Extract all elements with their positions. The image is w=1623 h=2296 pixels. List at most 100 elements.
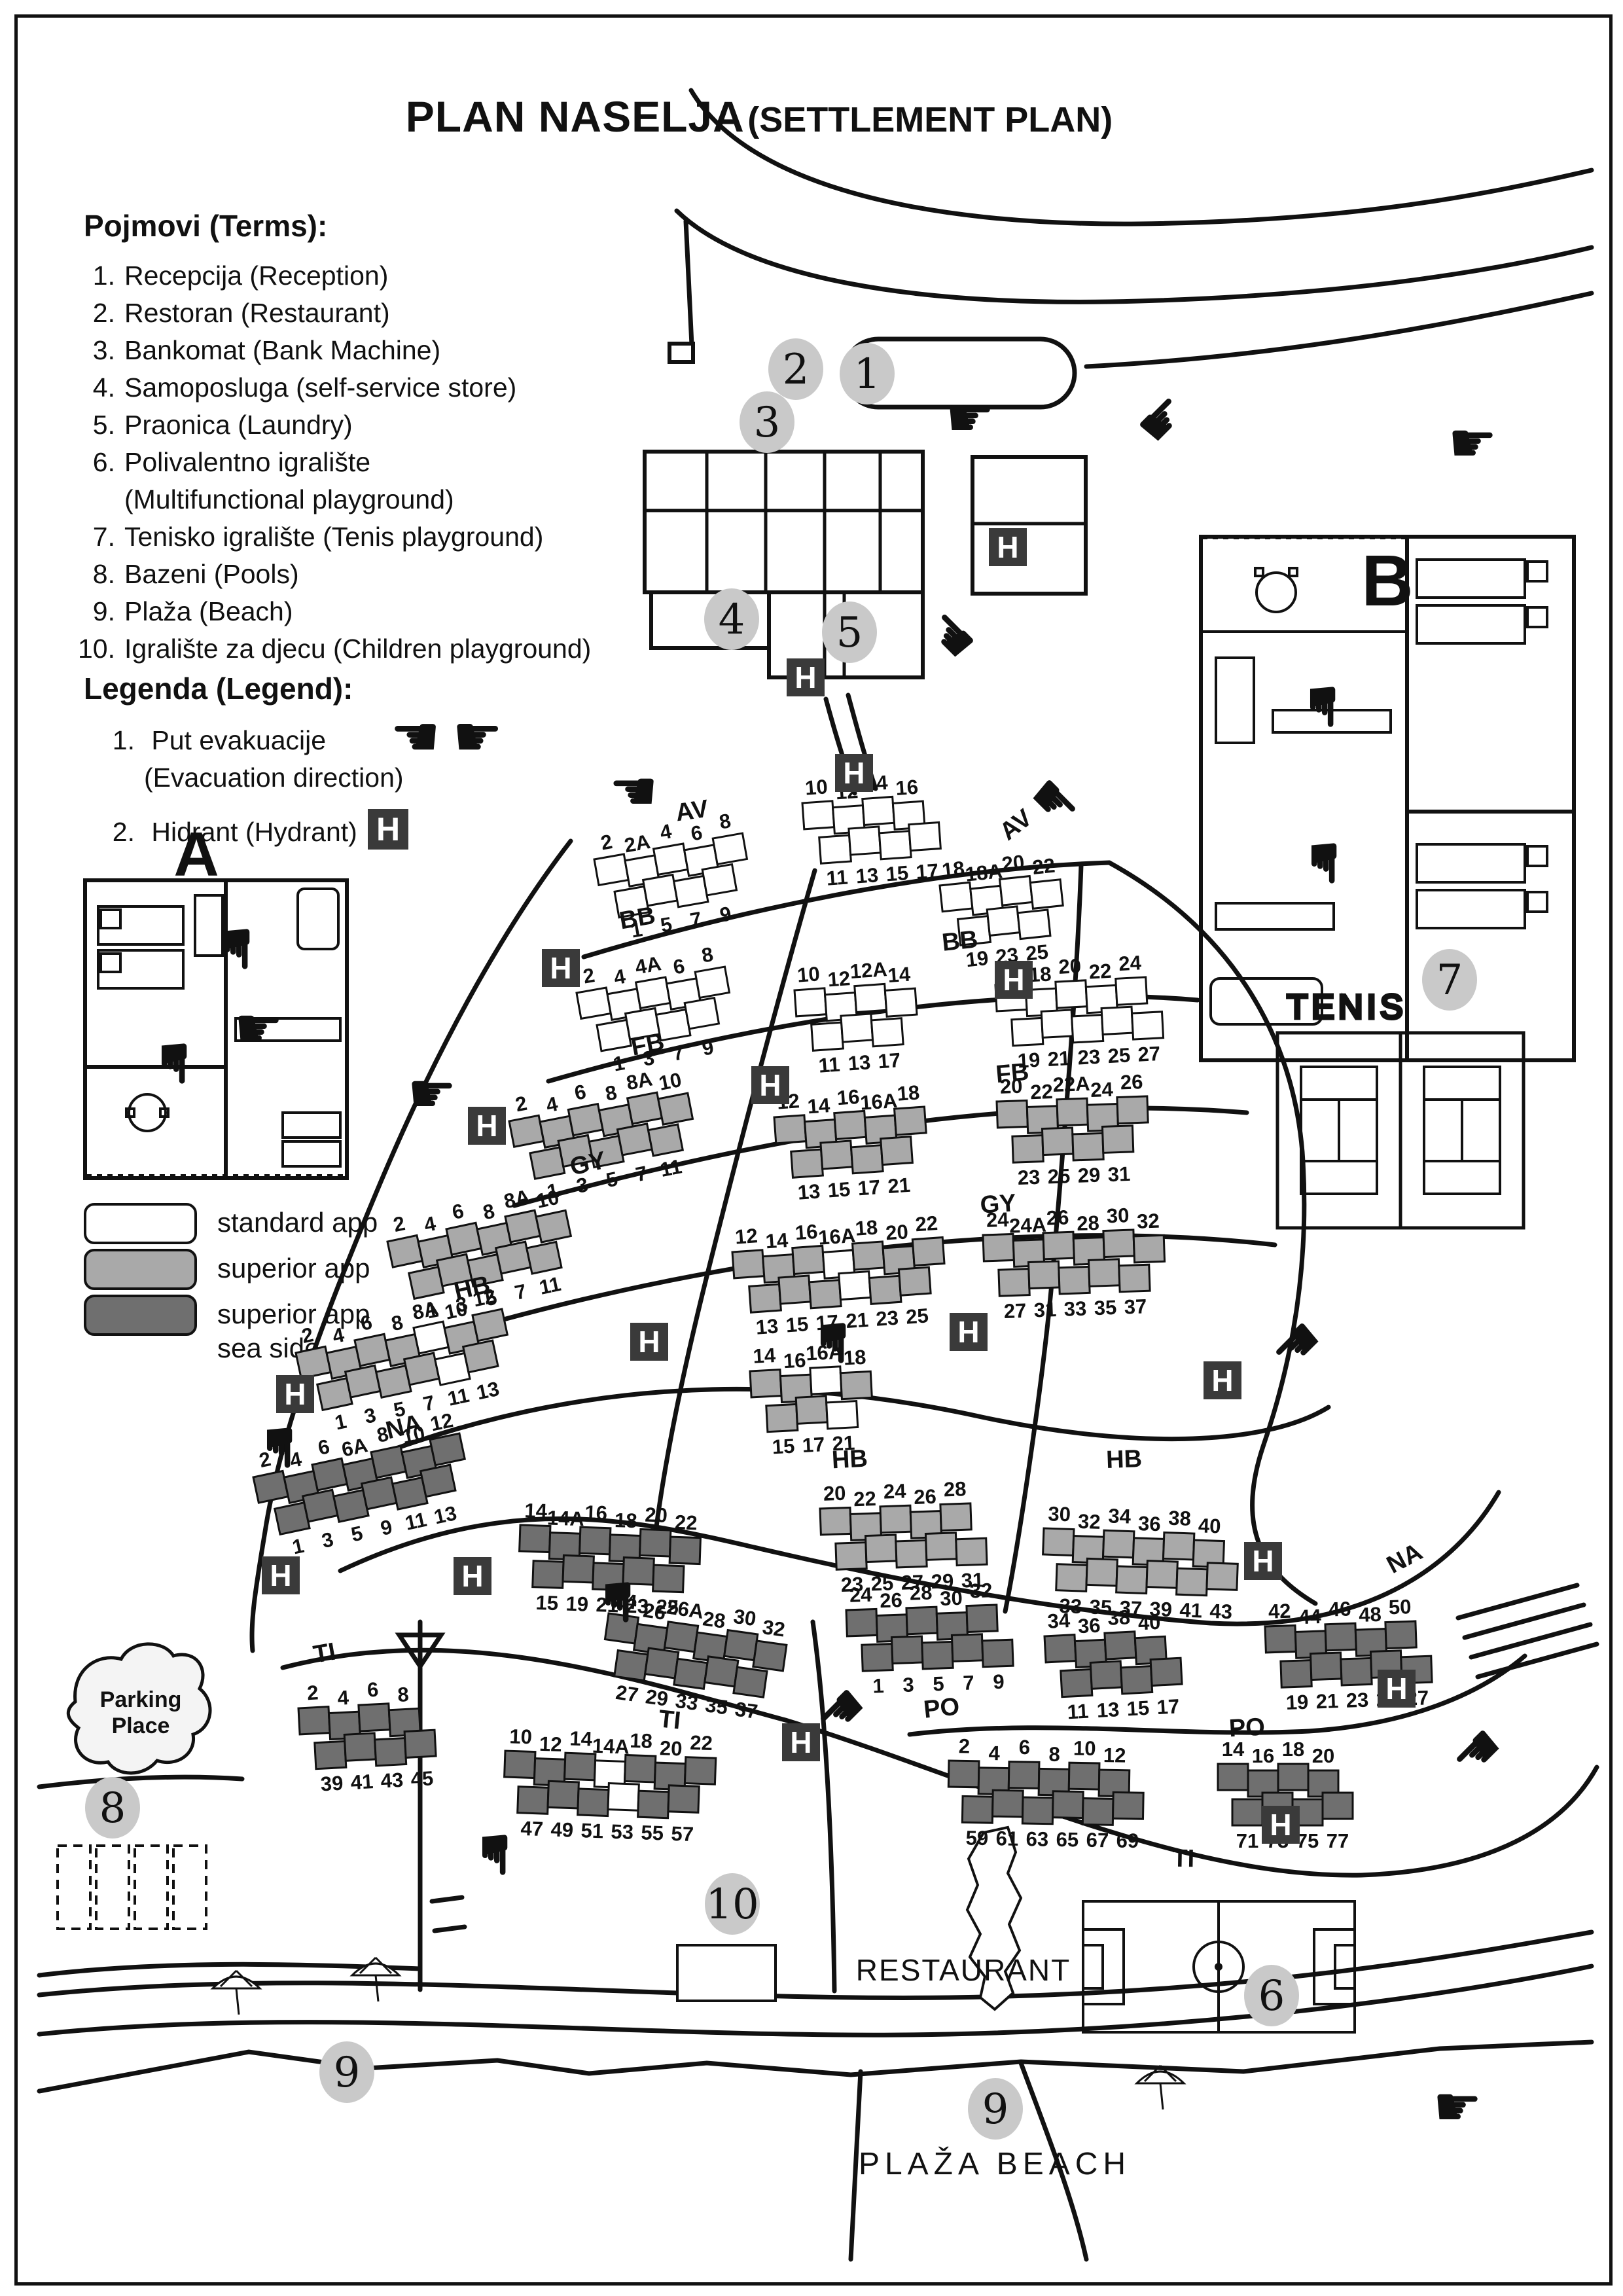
unit-number: 6A	[340, 1433, 370, 1461]
svg-text:H: H	[1252, 1544, 1274, 1578]
title-sub: (SETTLEMENT PLAN)	[747, 100, 1113, 139]
unit-number: 24	[613, 1588, 639, 1614]
unit-number: 11	[658, 1155, 684, 1181]
unit-PO-M1-38	[1103, 1630, 1137, 1660]
unit-GY-A-11	[525, 1240, 563, 1275]
street-label-BB: BB	[940, 925, 979, 957]
unit-number: 41	[350, 1770, 374, 1794]
unit-number: 29	[1077, 1164, 1101, 1187]
unit-number: 20	[1058, 954, 1082, 978]
building-row-BB-C: 16182022241921232527	[994, 951, 1165, 1072]
unit-FB-B-15	[819, 1139, 854, 1170]
unit-number: 77	[1327, 1829, 1349, 1852]
unit-HB-A-7	[402, 1352, 440, 1386]
unit-number: 18	[897, 1081, 921, 1105]
unit-number: 20	[1312, 1744, 1334, 1767]
unit-number: 67	[1086, 1829, 1109, 1852]
street-label-BB: BB	[617, 902, 657, 935]
svg-text:4: 4	[719, 596, 745, 644]
unit-GY-B-17	[808, 1279, 842, 1310]
unit-number: 8	[481, 1199, 497, 1224]
unit-number: 22A	[1052, 1072, 1090, 1096]
unit-GY-C-31	[1027, 1260, 1061, 1290]
unit-number: 7	[512, 1280, 528, 1304]
unit-number: 9	[718, 902, 733, 926]
unit-number: 16A	[817, 1224, 856, 1249]
unit-number: 10	[804, 775, 829, 799]
unit-PO-B-18	[1277, 1763, 1310, 1791]
svg-text:H: H	[1270, 1808, 1291, 1842]
unit-number: 20	[823, 1482, 846, 1505]
hydrant-marker: H	[989, 528, 1027, 566]
unit-PO-B-77	[1321, 1791, 1354, 1820]
hydrant-marker: H	[787, 658, 825, 696]
svg-text:H: H	[794, 660, 816, 694]
umbrella-icon	[349, 1956, 402, 2002]
unit-NA-C-7	[950, 1633, 984, 1662]
unit-TI-A-6	[357, 1702, 391, 1732]
svg-text:9: 9	[982, 2085, 1009, 2134]
unit-PO-A-65	[1051, 1790, 1084, 1820]
unit-number: 40	[1198, 1514, 1221, 1537]
terms-heading: Pojmovi (Terms):	[84, 209, 328, 243]
floorplan-a-label: A	[173, 819, 219, 889]
unit-number: 35	[704, 1693, 729, 1719]
unit-TI-B-10	[503, 1749, 537, 1780]
unit-number: 11	[826, 865, 849, 889]
unit-number: 63	[1026, 1827, 1048, 1851]
street-label-TI: TI	[1172, 1845, 1195, 1873]
unit-HB-B-16A	[809, 1365, 843, 1395]
unit-number: 26	[642, 1598, 668, 1624]
hydrant-marker: H	[630, 1323, 668, 1361]
unit-number: 4	[988, 1742, 1001, 1765]
unit-TI-B-22	[683, 1756, 717, 1785]
unit-GY-C-26	[1042, 1230, 1075, 1261]
unit-number: 2	[300, 1323, 315, 1348]
unit-HB-A-13	[461, 1339, 499, 1374]
street-label-FB: FB	[995, 1058, 1030, 1088]
unit-number: 1	[290, 1534, 306, 1559]
swatch-label-seaside-1: superior app	[217, 1299, 370, 1329]
unit-number: 23	[875, 1306, 899, 1331]
unit-number: 24A	[1008, 1213, 1046, 1238]
hydrant-marker: H	[276, 1375, 314, 1413]
unit-number: 12A	[849, 958, 888, 983]
unit-PO-A-59	[961, 1795, 994, 1824]
legend-item-hydrant: 2. Hidrant (Hydrant)	[112, 817, 357, 847]
unit-HB-D-30	[1042, 1527, 1075, 1557]
svg-text:H: H	[550, 951, 571, 985]
unit-AV-A-7	[672, 874, 709, 908]
landmark-badge-6: 6	[1244, 1965, 1299, 2026]
unit-number: 1	[872, 1674, 884, 1698]
unit-number: 22	[1088, 960, 1112, 984]
unit-PO-M1-17	[1149, 1657, 1183, 1687]
unit-PO-B-14	[1217, 1763, 1249, 1791]
unit-number: 5	[604, 1167, 620, 1192]
unit-number: 11	[446, 1384, 471, 1410]
unit-number: 30	[1048, 1502, 1071, 1526]
unit-number: 8	[717, 809, 732, 833]
unit-number: 46	[1328, 1597, 1351, 1621]
unit-AV-C-22	[1029, 878, 1064, 910]
hydrant-marker: H	[751, 1066, 789, 1104]
unit-number: 1	[629, 918, 644, 942]
beach-label: PLAŽA BEACH	[859, 2147, 1131, 2181]
unit-number: 13	[474, 1377, 501, 1404]
unit-number: 21	[596, 1593, 619, 1617]
unit-FB-B-17	[849, 1144, 884, 1175]
hydrant-marker: H	[1244, 1542, 1282, 1580]
unit-number: 24	[1118, 951, 1142, 975]
parking-stall	[172, 1844, 207, 1930]
unit-number: 2	[391, 1211, 407, 1236]
svg-text:6: 6	[1258, 1972, 1285, 2020]
unit-number: 26A	[665, 1595, 705, 1623]
unit-HB-C-29	[924, 1532, 958, 1561]
unit-number: 43	[1209, 1600, 1233, 1623]
unit-GY-B-15	[777, 1274, 812, 1305]
unit-number: 38	[1168, 1507, 1192, 1530]
